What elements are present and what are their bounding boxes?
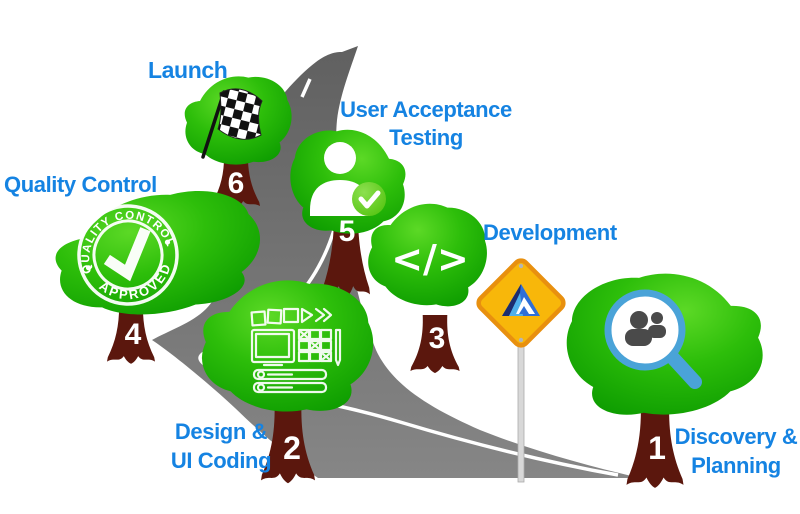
- triangle-logo-icon: [502, 284, 540, 316]
- tree-4-number: 4: [125, 318, 142, 351]
- label-discovery-line2: Planning: [691, 453, 781, 478]
- label-quality-control-text: Quality Control: [4, 172, 157, 197]
- label-design-ui-coding: Design & UI Coding: [146, 417, 296, 475]
- tree-discovery-planning: 1: [560, 263, 770, 488]
- magnifier-users-icon: [604, 289, 702, 389]
- label-discovery-planning: Discovery & Planning: [655, 422, 800, 480]
- user-check-icon: [310, 142, 386, 216]
- label-launch-text: Launch: [148, 57, 228, 83]
- label-uat-line1: User Acceptance: [340, 97, 512, 122]
- label-discovery-line1: Discovery &: [674, 424, 798, 449]
- tree-design-ui-coding: 2: [196, 273, 379, 484]
- tree-2-number: 2: [283, 430, 301, 466]
- sign-screw-bottom: [518, 337, 524, 343]
- label-user-acceptance-testing: User Acceptance Testing: [330, 96, 522, 152]
- label-uat-line2: Testing: [389, 125, 463, 150]
- tree-3-number: 3: [429, 322, 446, 355]
- sign-screw-top: [518, 263, 524, 269]
- road-center-dash: [300, 78, 312, 98]
- tree-development: </> 3: [361, 194, 495, 373]
- code-icon: </>: [391, 237, 469, 281]
- tree-1-number: 1: [648, 430, 666, 466]
- label-quality-control: Quality Control: [4, 171, 166, 199]
- wireframe-sketch-icon: [250, 307, 342, 394]
- label-design-line1: Design &: [174, 419, 268, 444]
- road-sign: [476, 258, 566, 483]
- sign-pole: [517, 338, 525, 483]
- tree-6-number: 6: [228, 167, 245, 200]
- checkered-flag-icon: [201, 88, 263, 159]
- tree-5-number: 5: [339, 215, 356, 248]
- label-launch: Launch: [148, 56, 238, 85]
- label-design-line2: UI Coding: [170, 448, 272, 473]
- label-development-text: Development: [483, 220, 617, 245]
- tree-launch: 6: [184, 76, 292, 208]
- label-development: Development: [483, 219, 633, 247]
- tree-user-acceptance-testing: 5: [290, 129, 406, 298]
